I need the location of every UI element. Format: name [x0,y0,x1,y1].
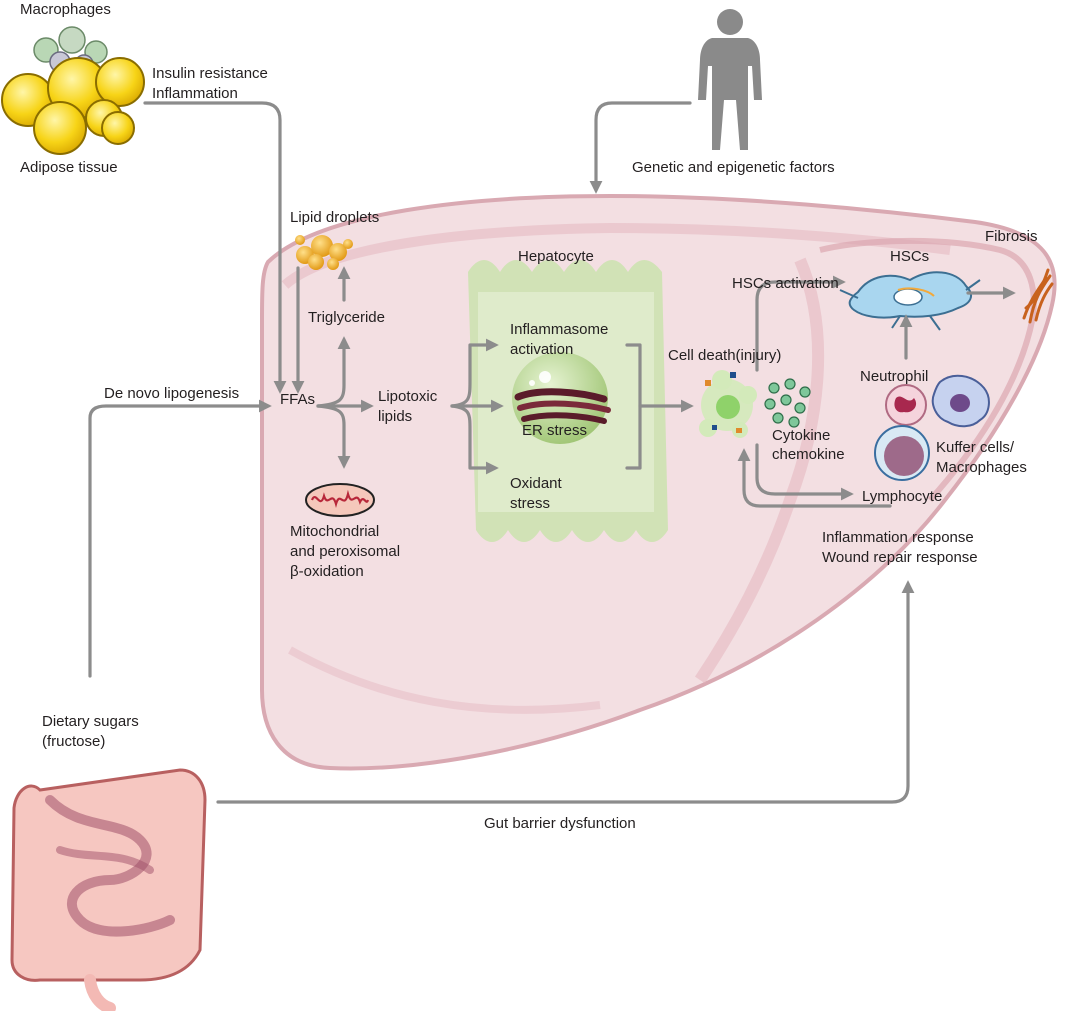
label-mito-1: Mitochondrial [290,523,379,540]
label-insulin-resistance: Insulin resistance [152,65,268,82]
label-oxidant-2: stress [510,495,550,512]
label-lipid-droplets: Lipid droplets [290,209,379,226]
label-neutrophil: Neutrophil [860,368,928,385]
lipid-droplets-illustration [295,235,353,270]
arrow-dietary-to-ffas [88,399,272,678]
arrow-adipose-to-ffas [143,101,287,394]
label-lymphocyte: Lymphocyte [862,488,942,505]
label-mito-3: β-oxidation [290,563,364,580]
arrow-lymphocyte-to-cell-death [737,448,892,508]
er-organelle [514,388,611,424]
arrows [88,101,1016,804]
label-ffas: FFAs [280,391,315,408]
human-silhouette-icon [698,9,762,150]
labels: Macrophages Insulin resistance Inflammat… [20,1,1038,832]
label-inflammasome-2: activation [510,341,573,358]
cytokine-dots [764,378,811,428]
label-wound-repair-response: Wound repair response [822,549,978,566]
label-triglyceride: Triglyceride [308,309,385,326]
label-inflammasome-1: Inflammasome [510,321,608,338]
arrow-cell-death-to-lymphocyte [755,443,854,501]
label-fibrosis: Fibrosis [985,228,1038,245]
label-lipotoxic-1: Lipotoxic [378,388,438,405]
label-chemokine: chemokine [772,446,845,463]
label-hepatocyte: Hepatocyte [518,248,594,265]
arrow-gut-to-inflammation [216,580,915,804]
kupffer-cell-illustration [931,374,990,428]
label-oxidant-1: Oxidant [510,475,563,492]
label-macrophages: Macrophages [20,1,111,18]
label-kuffer-1: Kuffer cells/ [936,439,1015,456]
hepatocyte-nucleus [512,352,608,444]
mitochondrion-icon [305,483,375,517]
arrow-ffas-to-mito [316,404,351,469]
hsc-cell-illustration [839,271,981,331]
label-er-stress: ER stress [522,422,587,439]
hepatocyte-cell [468,260,668,542]
label-hscs: HSCs [890,248,929,265]
label-inflammation: Inflammation [152,85,238,102]
intestine-illustration [10,768,207,1014]
arrow-lipotoxic-to-oxidant [450,404,499,475]
label-adipose-tissue: Adipose tissue [20,159,118,176]
label-dietary-2: (fructose) [42,733,105,750]
neutrophil-illustration [885,384,927,426]
arrow-to-hscs-activation [755,275,846,372]
arrow-genetic-to-liver [589,101,692,194]
label-inflammation-response: Inflammation response [822,529,974,546]
label-kuffer-2: Macrophages [936,459,1027,476]
adipose-tissue-illustration [1,26,145,155]
macrophage-illustration [874,425,930,481]
fibrosis-illustration [1022,268,1054,324]
label-mito-2: and peroxisomal [290,543,400,560]
label-hscs-activation: HSCs activation [732,275,839,292]
injured-cell-illustration [699,370,757,438]
label-cell-death: Cell death(injury) [668,347,781,364]
label-gut-barrier: Gut barrier dysfunction [484,815,636,832]
label-genetic-factors: Genetic and epigenetic factors [632,159,835,176]
label-de-novo-lipogenesis: De novo lipogenesis [104,385,239,402]
label-lipotoxic-2: lipids [378,408,412,425]
label-cytokine: Cytokine [772,427,830,444]
label-dietary-1: Dietary sugars [42,713,139,730]
